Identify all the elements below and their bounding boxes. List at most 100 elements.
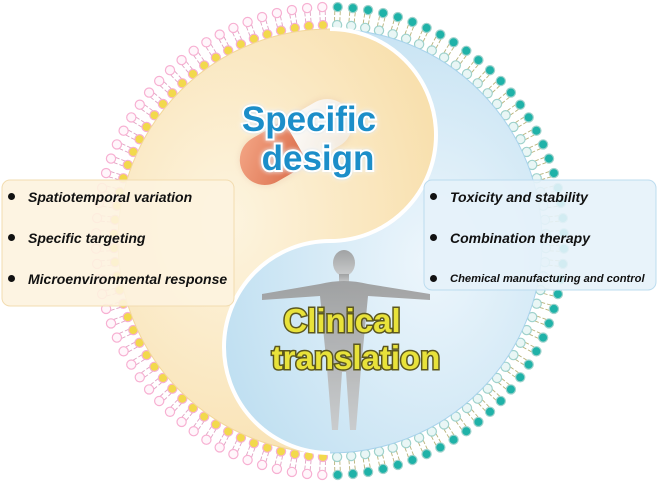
lipid-tail — [116, 172, 121, 176]
right-item-label: Chemical manufacturing and control — [450, 273, 645, 285]
lipid-head — [111, 139, 123, 150]
lipid-tail — [404, 30, 407, 35]
lipid-tail — [110, 171, 115, 174]
lipid-tail — [354, 465, 356, 470]
lipid-tail — [536, 331, 541, 334]
lipid-tail — [304, 12, 306, 17]
lipid-tail — [174, 79, 179, 83]
right-item-combination: Combination therapy — [428, 227, 645, 249]
left-item-label: Microenvironmental response — [28, 271, 228, 287]
lipid-tail — [245, 451, 249, 456]
lipid-tail — [515, 370, 519, 374]
lipid-tail — [463, 422, 467, 427]
lipid-tail — [492, 397, 497, 401]
lipid-tail — [531, 328, 536, 332]
lipid-tail — [138, 354, 143, 358]
lipid-tail — [209, 51, 212, 56]
lipid-head — [301, 468, 313, 480]
lipid-tail — [486, 74, 490, 79]
lipid-tail — [140, 120, 145, 123]
lipid-tail — [425, 32, 428, 37]
lipid-tail — [153, 386, 158, 390]
lipid-tail — [459, 418, 464, 422]
lipid-head — [111, 332, 123, 343]
lipid-head — [421, 22, 432, 34]
lipid-head — [317, 19, 329, 31]
lipid-tail — [515, 359, 520, 362]
lipid-tail — [459, 60, 464, 64]
lipid-tail — [126, 333, 131, 337]
lipid-head — [347, 2, 359, 14]
lipid-tail — [116, 306, 121, 310]
lipid-head — [421, 448, 432, 460]
lipid-tail — [529, 145, 534, 149]
lipid-tail — [294, 13, 297, 18]
lipid-tail — [201, 57, 205, 61]
lipid-tail — [290, 457, 293, 462]
lipid-tail — [471, 409, 475, 413]
lipid-tail — [545, 308, 550, 311]
lipid-tail — [451, 431, 455, 436]
lipid-tail — [409, 32, 412, 37]
lipid-tail — [542, 162, 547, 165]
lipid-tail — [265, 457, 268, 463]
lipid-tail — [280, 461, 282, 466]
lipid-head — [461, 45, 472, 57]
lipid-tail — [367, 457, 370, 462]
lipid-tail — [150, 96, 154, 101]
lipid-tail — [158, 382, 162, 386]
lipid-head — [473, 416, 484, 428]
lipid-tail — [196, 60, 201, 64]
lipid-head — [377, 7, 389, 19]
lipid-tail — [133, 346, 138, 350]
lipid-tail — [478, 75, 482, 79]
lipid-tail — [363, 13, 366, 18]
lipid-tail — [253, 30, 256, 35]
lipid-head — [105, 318, 117, 329]
lipid-tail — [245, 26, 249, 31]
lipid-head — [164, 406, 176, 417]
specific-design-title: Specific design — [240, 98, 378, 180]
lipid-tail — [163, 81, 168, 85]
lipid-tail — [130, 341, 135, 345]
right-item-label: Toxicity and stability — [450, 189, 588, 205]
lipid-tail — [205, 431, 209, 436]
lipid-head — [188, 426, 199, 437]
lipid-head — [126, 359, 137, 370]
lipid-tail — [253, 447, 256, 452]
lipid-tail — [417, 35, 421, 40]
lipid-tail — [517, 124, 522, 128]
lipid-tail — [125, 344, 130, 348]
lipid-head — [228, 448, 239, 460]
lipid-tail — [205, 46, 209, 51]
lipid-tail — [549, 294, 554, 297]
lipid-head — [256, 459, 268, 471]
lipid-tail — [144, 104, 149, 108]
lipid-head — [301, 2, 313, 14]
lipid-tail — [417, 442, 421, 447]
lipid-tail — [534, 320, 539, 323]
lipid-head — [228, 22, 239, 34]
lipid-tail — [501, 378, 506, 382]
lipid-head — [495, 75, 506, 87]
lipid-tail — [115, 322, 120, 326]
lipid-head — [523, 359, 534, 370]
lipid-tail — [397, 456, 400, 461]
lipid-tail — [274, 460, 277, 465]
lipid-tail — [478, 403, 482, 407]
lipid-tail — [124, 150, 129, 154]
lipid-tail — [531, 150, 536, 154]
lipid-tail — [363, 464, 366, 469]
lipid-tail — [119, 331, 124, 334]
lipid-tail — [369, 463, 371, 468]
lipid-tail — [534, 143, 539, 146]
lipid-head — [164, 64, 176, 76]
lipid-tail — [146, 112, 150, 116]
lipid-tail — [281, 22, 284, 27]
lipid-tail — [274, 17, 277, 22]
lipid-tail — [523, 121, 528, 125]
lipid-tail — [121, 143, 126, 146]
lipid-tail — [520, 362, 525, 366]
clinical-translation-title-line1: Clinical — [283, 302, 400, 339]
